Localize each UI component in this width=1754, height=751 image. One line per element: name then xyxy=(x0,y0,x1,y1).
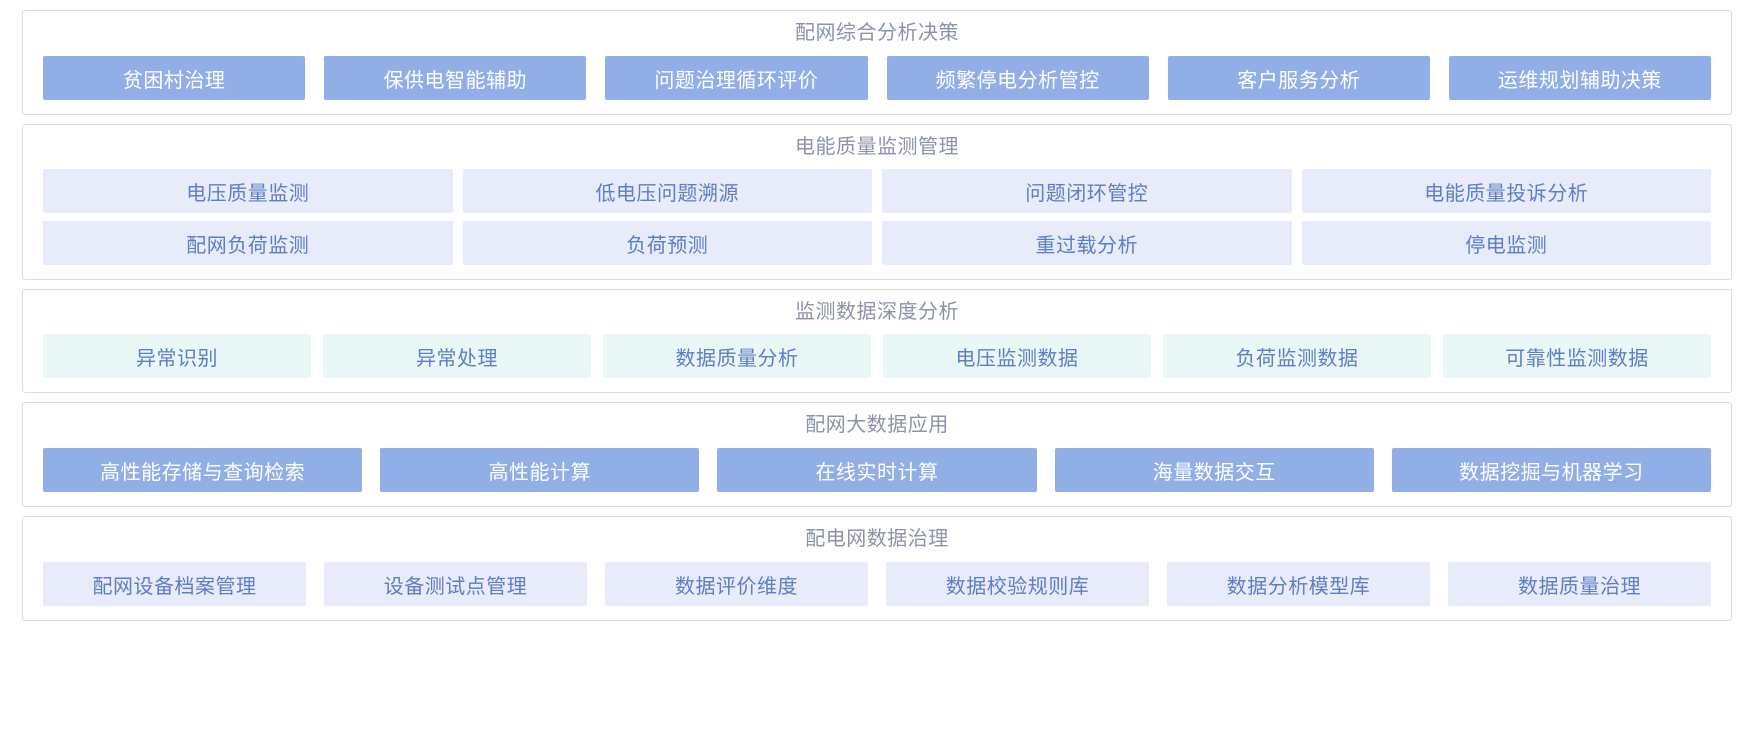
tag-button[interactable]: 异常处理 xyxy=(323,334,591,378)
tag-button[interactable]: 停电监测 xyxy=(1301,221,1711,265)
tag-button[interactable]: 问题闭环管控 xyxy=(882,169,1292,213)
tag-button[interactable]: 负荷预测 xyxy=(462,221,872,265)
section-title-2: 电能质量监测管理 xyxy=(795,136,959,158)
tag-button[interactable]: 高性能计算 xyxy=(380,448,700,492)
tag-button[interactable]: 数据质量分析 xyxy=(603,334,871,378)
tag-button[interactable]: 高性能存储与查询检索 xyxy=(43,448,363,492)
tag-button[interactable]: 重过载分析 xyxy=(882,221,1292,265)
section-card-1: 配网综合分析决策贫困村治理保供电智能辅助问题治理循环评价频繁停电分析管控客户服务… xyxy=(22,10,1732,115)
section-title-1: 配网综合分析决策 xyxy=(795,22,959,44)
tag-button[interactable]: 数据质量治理 xyxy=(1448,562,1711,606)
tag-row: 配网负荷监测负荷预测重过载分析停电监测 xyxy=(43,221,1711,265)
tag-button[interactable]: 问题治理循环评价 xyxy=(605,56,868,100)
section-title-5: 配电网数据治理 xyxy=(805,528,949,550)
tag-button[interactable]: 频繁停电分析管控 xyxy=(886,56,1149,100)
tag-button[interactable]: 保供电智能辅助 xyxy=(324,56,587,100)
tag-button[interactable]: 负荷监测数据 xyxy=(1163,334,1431,378)
tag-button[interactable]: 海量数据交互 xyxy=(1054,448,1374,492)
tag-button[interactable]: 电压质量监测 xyxy=(43,169,453,213)
tag-row: 电压质量监测低电压问题溯源问题闭环管控电能质量投诉分析 xyxy=(43,169,1711,213)
tag-button[interactable]: 运维规划辅助决策 xyxy=(1448,56,1712,100)
tag-button[interactable]: 配网负荷监测 xyxy=(43,221,453,265)
tag-row: 配网设备档案管理设备测试点管理数据评价维度数据校验规则库数据分析模型库数据质量治… xyxy=(43,562,1711,606)
section-card-3: 监测数据深度分析异常识别异常处理数据质量分析电压监测数据负荷监测数据可靠性监测数… xyxy=(22,289,1732,393)
tag-button[interactable]: 数据分析模型库 xyxy=(1167,562,1430,606)
tag-button[interactable]: 异常识别 xyxy=(43,334,311,378)
section-card-5: 配电网数据治理配网设备档案管理设备测试点管理数据评价维度数据校验规则库数据分析模… xyxy=(22,516,1732,621)
tag-button[interactable]: 数据评价维度 xyxy=(605,562,868,606)
section-title-3: 监测数据深度分析 xyxy=(795,301,959,323)
tag-button[interactable]: 在线实时计算 xyxy=(717,448,1037,492)
tag-button[interactable]: 设备测试点管理 xyxy=(324,562,587,606)
tag-button[interactable]: 电能质量投诉分析 xyxy=(1301,169,1711,213)
tag-button[interactable]: 电压监测数据 xyxy=(883,334,1151,378)
section-title-4: 配网大数据应用 xyxy=(805,414,949,436)
tag-button[interactable]: 低电压问题溯源 xyxy=(462,169,872,213)
tag-button[interactable]: 数据挖掘与机器学习 xyxy=(1391,448,1712,492)
tag-button[interactable]: 配网设备档案管理 xyxy=(43,562,306,606)
tag-row: 高性能存储与查询检索高性能计算在线实时计算海量数据交互数据挖掘与机器学习 xyxy=(43,448,1712,492)
tag-button[interactable]: 客户服务分析 xyxy=(1167,56,1430,100)
section-card-4: 配网大数据应用高性能存储与查询检索高性能计算在线实时计算海量数据交互数据挖掘与机… xyxy=(22,402,1732,507)
tag-button[interactable]: 贫困村治理 xyxy=(43,56,306,100)
tag-row: 异常识别异常处理数据质量分析电压监测数据负荷监测数据可靠性监测数据 xyxy=(43,334,1711,378)
tag-row: 贫困村治理保供电智能辅助问题治理循环评价频繁停电分析管控客户服务分析运维规划辅助… xyxy=(43,56,1712,100)
tag-button[interactable]: 数据校验规则库 xyxy=(886,562,1149,606)
section-card-2: 电能质量监测管理电压质量监测低电压问题溯源问题闭环管控电能质量投诉分析配网负荷监… xyxy=(22,124,1732,280)
tag-button[interactable]: 可靠性监测数据 xyxy=(1443,334,1711,378)
